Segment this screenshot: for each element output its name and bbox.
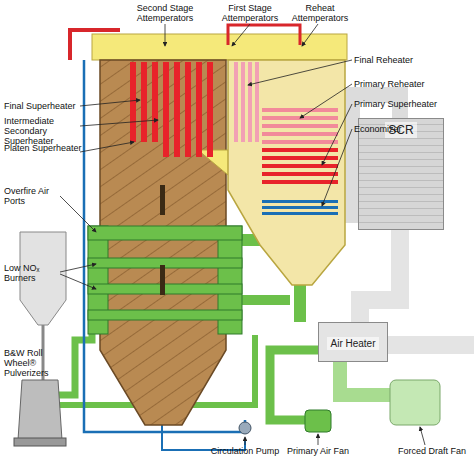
backpass bbox=[228, 60, 345, 285]
leader-line bbox=[245, 437, 246, 445]
pulverizer-base bbox=[14, 438, 66, 446]
primary-air-fan bbox=[305, 410, 331, 432]
superheater-panel bbox=[196, 62, 202, 157]
part-label: Platen Superheater bbox=[4, 143, 82, 153]
horizontal-tube-row bbox=[262, 156, 338, 160]
leader-line bbox=[60, 274, 96, 289]
leader-line bbox=[80, 100, 140, 106]
horizontal-tube-row bbox=[262, 164, 338, 168]
superheater-panel bbox=[141, 62, 147, 142]
leader-line bbox=[232, 24, 250, 46]
leader-line bbox=[80, 142, 134, 152]
leader-line bbox=[248, 60, 352, 85]
air-duct bbox=[240, 295, 290, 305]
part-label: Intermediate Secondary Superheater bbox=[4, 116, 84, 146]
part-label: Primary Air Fan bbox=[282, 446, 354, 456]
part-label: Economizer bbox=[354, 124, 454, 134]
flue-duct bbox=[388, 336, 474, 354]
part-label: Second Stage Attemperators bbox=[125, 3, 205, 23]
leader-line bbox=[300, 84, 352, 118]
leader-line bbox=[420, 427, 425, 445]
horizontal-tube-row bbox=[262, 172, 338, 176]
horizontal-tube-row bbox=[262, 148, 338, 152]
tube-banks bbox=[130, 62, 338, 215]
superheater-panel bbox=[152, 62, 158, 142]
steam-pipe bbox=[70, 30, 120, 60]
coal-pipe bbox=[55, 300, 92, 395]
component-box: Air Heater bbox=[318, 322, 388, 362]
leader-line bbox=[318, 434, 319, 445]
part-label: Forced Draft Fan bbox=[392, 446, 472, 456]
air-duct bbox=[340, 362, 395, 395]
horizontal-tube-row bbox=[262, 140, 338, 144]
superheater-panel bbox=[174, 62, 180, 157]
furnace bbox=[100, 60, 226, 425]
part-label: Circulation Pump bbox=[205, 446, 285, 456]
horizontal-tube-row bbox=[262, 108, 338, 112]
reheater-panel bbox=[234, 62, 238, 142]
part-label: First Stage Attemperators bbox=[215, 3, 285, 23]
economizer-row bbox=[262, 200, 338, 203]
economizer-row bbox=[262, 212, 338, 215]
part-label: Primary Superheater bbox=[354, 99, 454, 109]
leader-line bbox=[322, 129, 352, 206]
superheater-panel bbox=[130, 62, 136, 142]
leader-line bbox=[80, 120, 158, 126]
part-label: Reheat Attemperators bbox=[288, 3, 352, 23]
reheater-panel bbox=[255, 62, 259, 142]
economizer-row bbox=[262, 206, 338, 209]
component-box: SCR bbox=[358, 118, 444, 230]
reheater-panel bbox=[241, 62, 245, 142]
burner-band bbox=[88, 310, 242, 320]
horizontal-tube-row bbox=[262, 124, 338, 128]
part-label: Low NOₓ Burners bbox=[4, 263, 62, 283]
component-label: Air Heater bbox=[327, 337, 378, 350]
horizontal-tube-row bbox=[262, 180, 338, 184]
division-wall bbox=[160, 185, 165, 215]
flue-duct bbox=[360, 230, 400, 322]
part-label: B&W Roll Wheel® Pulverizers bbox=[4, 348, 64, 378]
horizontal-tube-row bbox=[262, 132, 338, 136]
superheater-panel bbox=[185, 62, 191, 157]
part-label: Final Reheater bbox=[354, 55, 454, 65]
boiler-roof bbox=[92, 34, 347, 60]
leader-line bbox=[60, 264, 96, 272]
leader-line bbox=[302, 24, 318, 46]
overfire-air-band bbox=[88, 226, 242, 240]
circulation-pump bbox=[239, 422, 251, 434]
downcomer-pipe bbox=[84, 60, 245, 432]
leader-line bbox=[60, 196, 96, 232]
leader-line bbox=[165, 24, 166, 46]
part-label: Overfire Air Ports bbox=[4, 186, 62, 206]
part-label: Final Superheater bbox=[4, 101, 82, 111]
division-wall bbox=[160, 265, 165, 295]
superheater-panel bbox=[207, 62, 213, 157]
superheater-panel bbox=[163, 62, 169, 157]
leader-line bbox=[322, 104, 352, 165]
steam-pipe bbox=[228, 25, 300, 45]
part-label: Primary Reheater bbox=[354, 79, 454, 89]
pulverizer bbox=[18, 380, 62, 440]
forced-draft-fan bbox=[390, 380, 440, 425]
reheater-panel bbox=[248, 62, 252, 142]
